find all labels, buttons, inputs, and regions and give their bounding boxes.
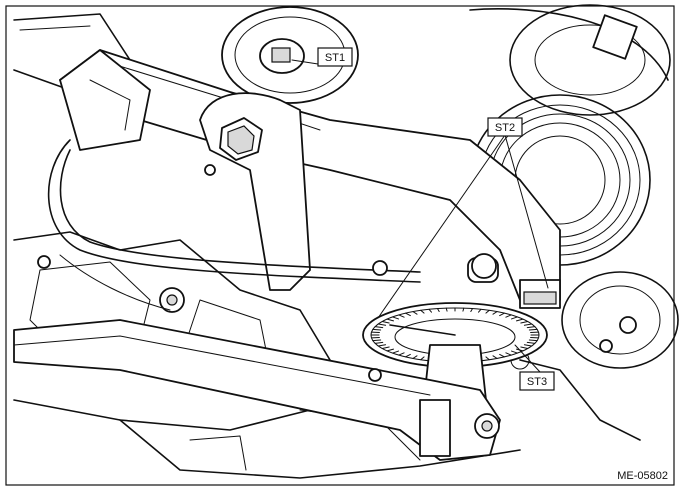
dial-tick xyxy=(520,346,529,349)
dial-tick xyxy=(392,350,400,354)
dial-tick xyxy=(386,318,395,322)
dial-tick xyxy=(510,350,518,354)
dial-tick xyxy=(398,352,405,356)
bolts xyxy=(37,164,388,382)
dial-tick xyxy=(374,341,384,344)
dial-tick xyxy=(510,316,518,320)
dial-tick xyxy=(412,311,418,315)
dial-tick xyxy=(505,314,512,318)
dial-tick xyxy=(420,309,425,314)
figure-code: ME-05802 xyxy=(617,470,668,482)
callout-st1-label: ST1 xyxy=(325,52,345,64)
dial-tick xyxy=(526,341,536,344)
dial-tick xyxy=(526,326,536,329)
dial-tick xyxy=(470,308,473,313)
leader-lines xyxy=(291,59,549,373)
dial-tick xyxy=(437,308,440,313)
dial-tick xyxy=(492,355,498,359)
dial-tick xyxy=(445,307,448,312)
dial-tick xyxy=(528,328,538,331)
figure-border xyxy=(5,5,675,486)
dial-tick xyxy=(523,344,533,347)
dial-tick xyxy=(372,328,382,331)
dial-tick xyxy=(428,308,433,313)
dial-tick xyxy=(477,308,482,313)
callout-st1: ST1 xyxy=(317,47,353,67)
callout-st2-label: ST2 xyxy=(495,122,515,134)
dial-tick xyxy=(377,344,387,347)
dial-tick xyxy=(398,314,405,318)
dial-tick xyxy=(492,311,498,315)
dial-tick xyxy=(405,312,411,317)
dial-tick xyxy=(377,323,387,326)
dial-tick xyxy=(386,348,395,352)
dial-tick xyxy=(420,356,425,361)
guide-rod xyxy=(47,139,421,311)
dial-tick xyxy=(499,312,505,317)
idler-pulley xyxy=(221,6,359,104)
dial-tick xyxy=(374,326,384,329)
dial-tick xyxy=(392,316,400,320)
dial-tick xyxy=(485,309,490,314)
handle-arm xyxy=(199,92,311,291)
st3-bracket xyxy=(13,319,501,461)
dial-tick xyxy=(485,356,490,361)
dial-tick xyxy=(499,353,505,358)
callout-st3: ST3 xyxy=(519,371,555,391)
callout-st2: ST2 xyxy=(487,117,523,137)
dial-tick xyxy=(372,339,382,342)
dial-tick xyxy=(515,318,524,322)
dial-tick xyxy=(405,353,411,358)
dial-tick xyxy=(505,352,512,356)
dial-tick xyxy=(520,321,529,324)
dial-tick xyxy=(412,355,418,359)
dial-tick xyxy=(381,321,390,324)
dial-tick xyxy=(528,339,538,342)
callout-st3-label: ST3 xyxy=(527,376,547,388)
dial-tick xyxy=(462,307,465,312)
dial-tick xyxy=(523,323,533,326)
dial-tick xyxy=(381,346,390,349)
